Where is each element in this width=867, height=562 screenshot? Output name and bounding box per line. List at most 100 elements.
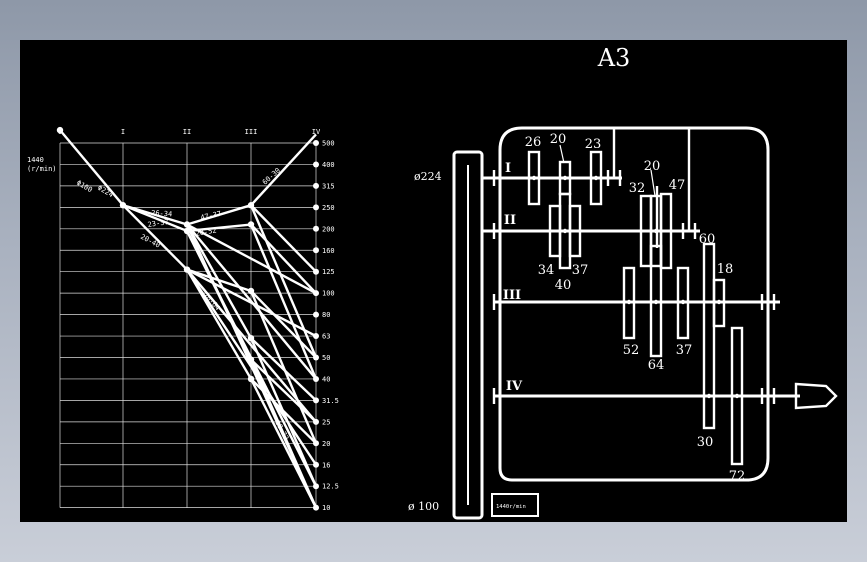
speed-node bbox=[247, 334, 255, 342]
speed-node bbox=[313, 311, 319, 318]
input-speed: 1440 bbox=[27, 156, 44, 164]
speed-label: 40 bbox=[322, 375, 330, 383]
output-shaft-end bbox=[794, 382, 838, 410]
shaft-label: II bbox=[504, 213, 516, 228]
speed-path bbox=[250, 133, 317, 207]
speed-node bbox=[313, 182, 319, 189]
shaft-label: IV bbox=[506, 379, 523, 394]
sheet-title: A3 bbox=[597, 44, 631, 72]
gear-label: 37 bbox=[676, 343, 693, 358]
gear-label: 20 bbox=[550, 132, 567, 147]
speed-label: 31.5 bbox=[322, 397, 339, 405]
speed-path bbox=[249, 204, 318, 358]
speed-path bbox=[250, 223, 317, 294]
ratio-label: Φ100 bbox=[75, 179, 94, 194]
ratio-label: 20-52 bbox=[195, 226, 217, 238]
gear-label: 34 bbox=[538, 263, 555, 278]
speed-labels: 5004003152502001601251008063504031.52520… bbox=[322, 140, 339, 513]
speed-path bbox=[186, 223, 317, 295]
speed-node bbox=[247, 375, 255, 383]
shaft-label: II bbox=[183, 128, 191, 136]
speed-node bbox=[313, 397, 319, 404]
gear-64 bbox=[649, 244, 663, 358]
motor-box bbox=[491, 493, 539, 517]
speed-path bbox=[250, 290, 317, 359]
speed-node bbox=[313, 504, 319, 511]
speed-label: 315 bbox=[322, 182, 335, 190]
gearbox-housing bbox=[498, 126, 770, 482]
gear-label: 60 bbox=[699, 232, 716, 247]
gear-label: 47 bbox=[669, 178, 686, 193]
speed-node bbox=[247, 202, 255, 209]
speed-node bbox=[313, 204, 319, 211]
speed-path bbox=[250, 358, 317, 423]
speed-path bbox=[250, 204, 317, 273]
speed-label: 100 bbox=[322, 290, 335, 298]
gear-label: 18 bbox=[717, 262, 734, 277]
ratio-label: 23-37 bbox=[147, 218, 169, 229]
speed-path bbox=[186, 268, 317, 338]
gear-52 bbox=[622, 266, 636, 340]
shaft-label: IV bbox=[312, 128, 321, 136]
gear-47 bbox=[659, 192, 673, 270]
speed-label: 500 bbox=[322, 140, 335, 148]
gear-label: 32 bbox=[629, 181, 646, 196]
speed-label: 16 bbox=[322, 461, 330, 469]
speed-path bbox=[122, 204, 188, 233]
gear-72 bbox=[730, 326, 744, 466]
shaft-label: I bbox=[505, 161, 511, 176]
pulley-small-label: ø 100 bbox=[408, 500, 439, 513]
speed-paths bbox=[59, 129, 318, 509]
chart-grid bbox=[59, 142, 317, 508]
gear-18 bbox=[712, 278, 726, 328]
speed-node bbox=[313, 247, 319, 254]
speed-node bbox=[313, 290, 319, 297]
gear-label: 64 bbox=[648, 358, 665, 373]
gear-37b bbox=[676, 266, 690, 340]
speed-node bbox=[313, 140, 319, 146]
gear-label: 37 bbox=[572, 263, 589, 278]
speed-label: 125 bbox=[322, 268, 335, 276]
speed-node bbox=[119, 202, 127, 209]
speed-label: 10 bbox=[322, 504, 330, 512]
gear-hubs bbox=[531, 175, 740, 399]
gear-37 bbox=[568, 204, 582, 258]
gear-label: 72 bbox=[729, 469, 746, 484]
shaft-label: I bbox=[121, 128, 125, 136]
ratio-label: 47-37 bbox=[200, 210, 222, 222]
ratio-label: 20-40 bbox=[139, 233, 161, 250]
speed-node bbox=[313, 161, 319, 168]
speed-node bbox=[247, 356, 255, 363]
speed-node bbox=[247, 221, 255, 228]
speed-chart: 0IIIIIIIV 500400315250200160125100806350… bbox=[27, 126, 339, 513]
speed-label: 250 bbox=[322, 204, 335, 212]
drawing-canvas bbox=[20, 40, 847, 522]
speed-path bbox=[122, 204, 188, 271]
gear-60 bbox=[702, 242, 716, 430]
speed-path bbox=[59, 129, 124, 206]
speed-label: 50 bbox=[322, 354, 330, 362]
speed-label: 160 bbox=[322, 247, 335, 255]
gear-26 bbox=[527, 150, 541, 206]
speed-node bbox=[313, 440, 319, 447]
leader-line bbox=[650, 169, 656, 197]
speed-label: 12.5 bbox=[322, 483, 339, 491]
bearings bbox=[492, 170, 776, 404]
speed-node bbox=[313, 375, 319, 382]
speed-path bbox=[186, 204, 252, 226]
speed-label: 80 bbox=[322, 311, 330, 319]
speed-label: 400 bbox=[322, 161, 335, 169]
gear-diagram bbox=[452, 126, 838, 520]
gear-23 bbox=[589, 150, 603, 206]
gear-label: 20 bbox=[644, 159, 661, 174]
speed-label: 63 bbox=[322, 333, 330, 341]
speed-node bbox=[313, 333, 319, 340]
gear-label: 23 bbox=[585, 137, 602, 152]
speed-node bbox=[313, 418, 319, 425]
speed-node bbox=[56, 126, 64, 134]
speed-path bbox=[185, 268, 318, 466]
speed-path bbox=[185, 223, 253, 339]
motor-label: 1440r/min bbox=[496, 504, 526, 510]
shaft-labels: 0IIIIIIIV bbox=[58, 128, 321, 136]
